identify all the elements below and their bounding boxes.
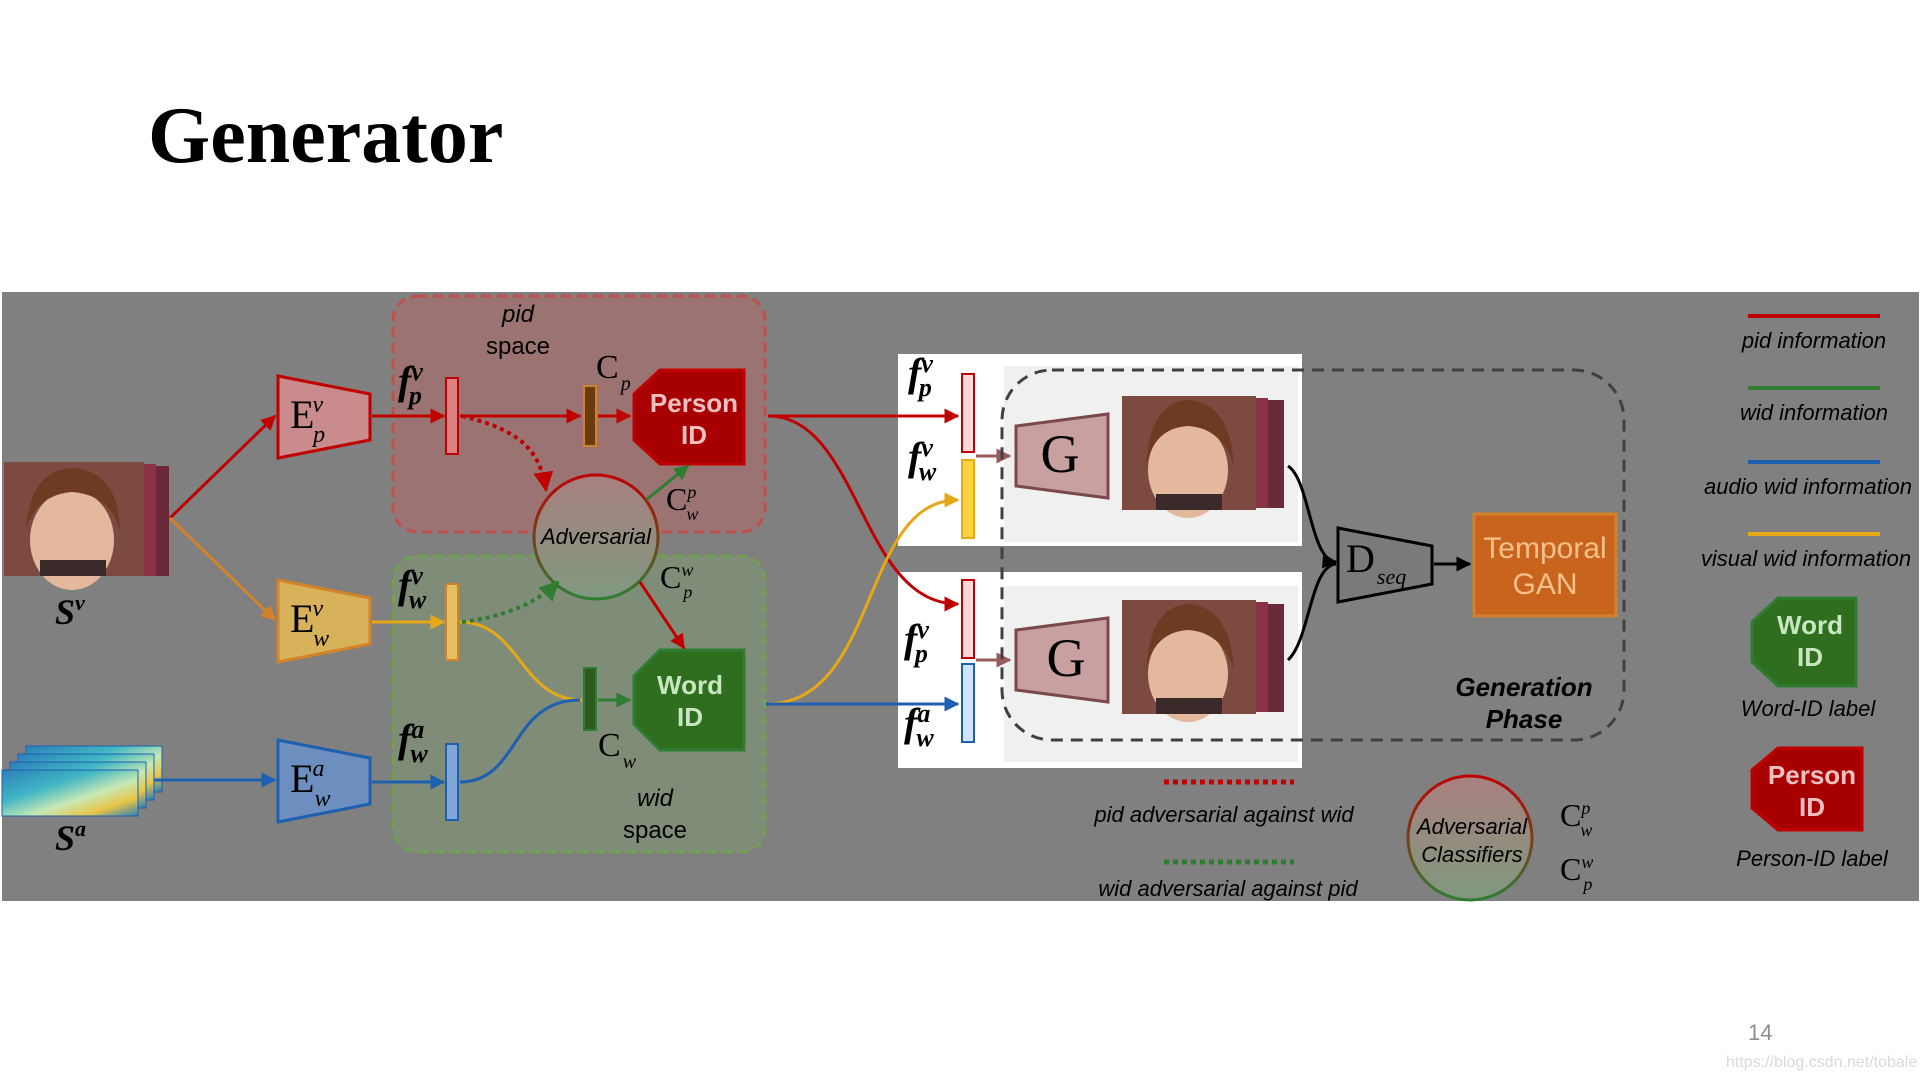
- generator-top-label: G: [1041, 424, 1080, 484]
- pid-space-label-2: space: [486, 333, 550, 360]
- generation-phase-box: [1000, 368, 1626, 742]
- adversarial-classifiers-line1: Adversarial: [1415, 814, 1528, 839]
- encoder-ew-v: [276, 578, 372, 664]
- adversarial-circle: [532, 473, 660, 601]
- discriminator-label: Dseq: [1346, 536, 1406, 589]
- legend-word-id-line2: ID: [1797, 642, 1823, 672]
- feature-fwv-bar: [445, 583, 459, 661]
- pid-adversarial-legend-text: pid adversarial against wid: [1093, 802, 1354, 827]
- person-id-block: [632, 368, 746, 466]
- slide-title: Generator: [148, 92, 504, 180]
- adversarial-classifiers-circle: [1406, 774, 1534, 902]
- temporal-gan-line1: Temporal: [1483, 532, 1606, 565]
- audio-spectrogram: [1, 745, 163, 817]
- video-input-label: Sv: [55, 590, 85, 632]
- generator-bottom-label: G: [1047, 628, 1086, 688]
- legend-pid-text: pid information: [1741, 328, 1886, 353]
- generator-bottom: [1014, 616, 1110, 704]
- wid-space-label-2: space: [623, 817, 687, 844]
- generation-phase-line2: Phase: [1486, 704, 1563, 734]
- encoder-ep-v: [276, 374, 372, 460]
- gen-top-fpv-bar: [961, 373, 975, 453]
- page-number: 14: [1748, 1020, 1773, 1045]
- wid-adversarial-legend-text: wid adversarial against pid: [1098, 876, 1358, 901]
- legend-visual-text: visual wid information: [1701, 546, 1911, 571]
- word-id-line2: ID: [677, 702, 703, 732]
- output-frames-top: [1122, 396, 1284, 518]
- legend-person-id-block: [1750, 746, 1864, 832]
- legend-audio-text: audio wid information: [1704, 474, 1912, 499]
- feature-fwa-bar: [445, 743, 459, 821]
- temporal-gan-block: [1472, 512, 1618, 618]
- adversarial-classifiers-line2: Classifiers: [1421, 842, 1522, 867]
- classifier-cw-bar: [583, 667, 597, 731]
- adversarial-label: Adversarial: [539, 524, 652, 549]
- gen-bottom-fpv-bar: [961, 579, 975, 659]
- word-id-block: [632, 648, 746, 752]
- encoder-ew-a: [276, 738, 372, 824]
- person-id-line2: ID: [681, 420, 707, 450]
- temporal-gan-line2: GAN: [1512, 568, 1577, 601]
- person-id-line1: Person: [650, 388, 738, 418]
- gen-top-fwv-bar: [961, 459, 975, 539]
- audio-input-label: Sa: [55, 816, 86, 858]
- wid-space-label-1: wid: [637, 785, 674, 812]
- watermark: https://blog.csdn.net/tobale: [1726, 1054, 1918, 1071]
- pid-space-label-1: pid: [501, 301, 535, 328]
- legend-person-id-line1: Person: [1768, 760, 1856, 790]
- feature-fpv-bar: [445, 377, 459, 455]
- legend-word-id-line1: Word: [1777, 610, 1843, 640]
- discriminator-dseq: [1336, 526, 1434, 604]
- output-frames-bottom: [1122, 600, 1284, 722]
- legend-word-id-label: Word-ID label: [1741, 696, 1877, 721]
- legend-person-id-line2: ID: [1799, 792, 1825, 822]
- classifier-cp-bar: [583, 385, 597, 447]
- legend-person-id-label: Person-ID label: [1736, 846, 1889, 871]
- input-video-frames: [4, 462, 169, 590]
- generator-top: [1014, 412, 1110, 500]
- generation-phase-line1: Generation: [1455, 672, 1592, 702]
- word-id-line1: Word: [657, 670, 723, 700]
- legend-wid-text: wid information: [1740, 400, 1888, 425]
- gen-bottom-fwa-bar: [961, 663, 975, 743]
- legend-word-id-block: [1750, 596, 1858, 688]
